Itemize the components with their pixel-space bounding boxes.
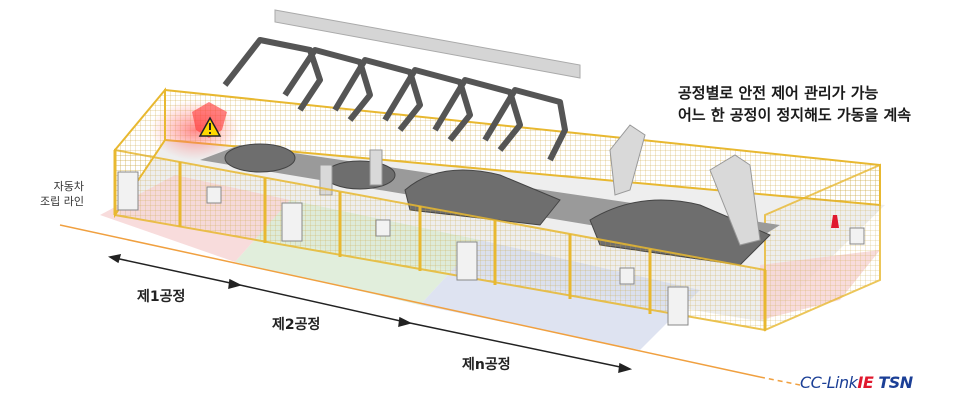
warning-light: [831, 215, 839, 228]
logo-part-1: CC-Link: [800, 373, 858, 392]
caption-line-1: 공정별로 안전 제어 관리가 가능: [678, 84, 879, 102]
process-1-label: 제1공정: [137, 289, 186, 305]
logo-part-2: IE: [857, 373, 874, 392]
overhead-rail: [274, 9, 581, 79]
assembly-line-label: 자동차 조립 라인: [40, 179, 84, 209]
warning-icon: [192, 102, 227, 138]
network-cable: [59, 224, 761, 378]
caption: 공정별로 안전 제어 관리가 가능 어느 한 공정이 정지해도 가동을 계속: [678, 82, 911, 126]
robot-arms: [319, 124, 761, 246]
fence-posts: [113, 150, 767, 330]
line-label-1: 자동차: [53, 180, 84, 193]
car-body-frames: [222, 37, 568, 162]
logo-part-3: TSN: [873, 373, 913, 392]
process-n-label: 제n공정: [462, 357, 511, 373]
process-2-label: 제2공정: [272, 317, 321, 333]
process-arrows: [108, 254, 633, 374]
control-panels: [117, 171, 865, 326]
network-cable-dashed: [759, 376, 801, 386]
caption-line-2: 어느 한 공정이 정지해도 가동을 계속: [678, 106, 912, 124]
line-label-2: 조립 라인: [40, 195, 84, 208]
cc-link-ie-tsn-logo: CC-LinkIE TSN: [800, 373, 913, 392]
